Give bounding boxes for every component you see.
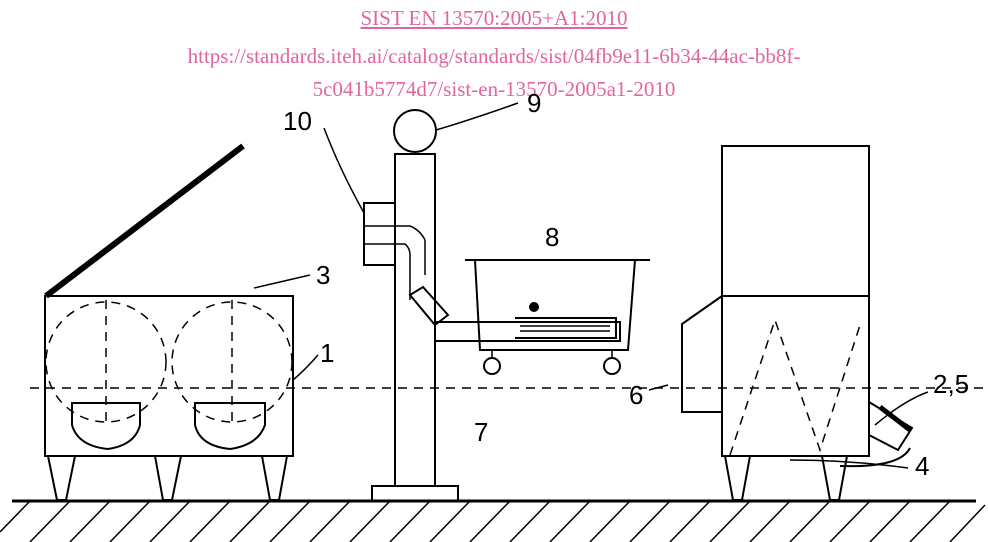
label-9: 9 [527,88,541,118]
floor [0,499,986,542]
label-3: 3 [316,260,330,290]
watermark-url-line-1: https://standards.iteh.ai/catalog/standa… [187,44,801,68]
label-1: 1 [320,338,334,368]
right-machine [681,145,914,501]
label-8: 8 [545,222,559,252]
label-10: 10 [283,106,312,136]
trolley [465,259,650,375]
robot-column [363,109,621,502]
watermark-url-line-2: 5c041b5774d7/sist-en-13570-2005a1-2010 [312,77,676,101]
left-machine [44,143,294,501]
label-7: 7 [474,417,488,447]
label-6: 6 [629,380,643,410]
leader-lines [253,102,929,469]
watermark-standard-title: SIST EN 13570:2005+A1:2010 [360,6,628,30]
label-4: 4 [915,451,929,481]
label-2-5: 2,5 [933,369,969,399]
